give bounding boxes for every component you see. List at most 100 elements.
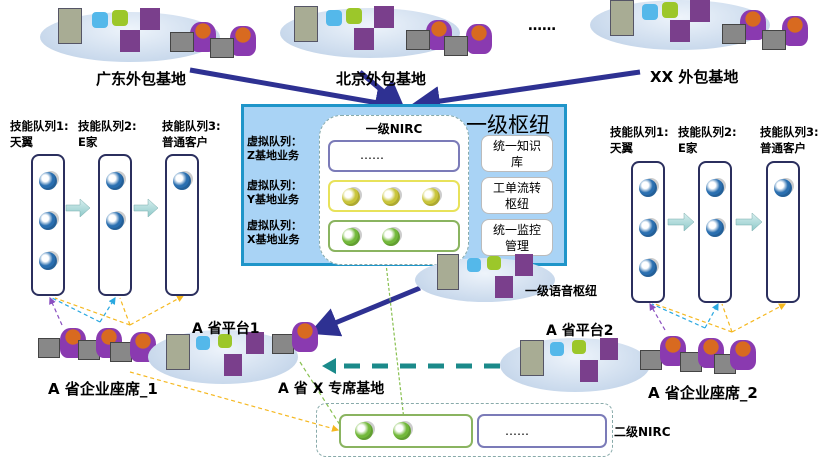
- computer-icon: [495, 276, 513, 298]
- enterprise-seats-2-label: A 省企业座席_2: [648, 384, 758, 402]
- agent-headset-icon: [39, 172, 57, 190]
- skill-queue-right-3: [766, 161, 800, 303]
- skill-queue-right-2: [698, 161, 732, 303]
- service-knowledge-base: 统一知识库: [481, 135, 553, 172]
- skill-arrow-right-1: [667, 212, 695, 232]
- base-guangdong: [40, 0, 260, 70]
- server-cabinet-icon: [437, 254, 459, 290]
- agent-headset-icon: [292, 322, 318, 352]
- skill-arrow-left-1: [65, 198, 91, 218]
- agent-headset-icon: [706, 179, 724, 197]
- skill-queue-left-3: [165, 154, 199, 296]
- level2-nirc: ……: [316, 403, 613, 457]
- skill-queue-left-1: [31, 154, 65, 296]
- level1-voice-hub: [415, 250, 565, 310]
- skill-queue-right-1-label: 技能队列1:天翼: [610, 125, 669, 155]
- virtual-queue-x-label: 虚拟队列：X基地业务: [247, 219, 302, 246]
- server-cabinet-icon: [294, 6, 318, 42]
- hub-title: 一级枢纽: [466, 113, 550, 137]
- skill-queue-right-3-label: 技能队列3:普通客户: [760, 125, 819, 155]
- nirc2-label: 二级NIRC: [614, 425, 671, 439]
- monitor-icon: [640, 350, 662, 370]
- agent-headset-icon: [342, 228, 360, 246]
- nirc2-queue-ellipsis: ……: [505, 424, 529, 438]
- agent-headset-icon: [230, 26, 256, 56]
- enterprise-seats-1: [38, 322, 158, 372]
- database-icon: [572, 340, 586, 354]
- agent-headset-icon: [706, 219, 724, 237]
- enterprise-seats-1-label: A 省企业座席_1: [48, 380, 158, 398]
- computer-icon: [670, 20, 690, 42]
- voice-hub-label: 一级语音枢纽: [525, 284, 598, 298]
- monitor-icon: [444, 36, 468, 56]
- database-icon: [196, 336, 210, 350]
- platform-1-label: A 省平台1: [192, 321, 260, 337]
- more-bases-ellipsis: ……: [528, 18, 556, 34]
- computer-icon: [374, 6, 394, 28]
- arrow-hub-to-xbase: [308, 285, 421, 337]
- base-beijing: [280, 0, 500, 70]
- platform-2-label: A 省平台2: [546, 323, 614, 339]
- skill-arrow-left-2: [133, 198, 159, 218]
- monitor-icon: [38, 338, 60, 358]
- database-icon: [550, 342, 564, 356]
- agent-headset-icon: [393, 422, 411, 440]
- monitor-icon: [762, 30, 786, 50]
- skill-queue-left-2-label: 技能队列2:E家: [78, 119, 137, 149]
- agent-headset-icon: [39, 212, 57, 230]
- agent-headset-icon: [782, 16, 808, 46]
- base-xx: [590, 0, 830, 70]
- agent-headset-icon: [342, 188, 360, 206]
- server-cabinet-icon: [58, 8, 82, 44]
- server-cabinet-icon: [610, 0, 634, 36]
- skill-queue-right-2-label: 技能队列2:E家: [678, 125, 737, 155]
- service-ticket-hub: 工单流转枢纽: [481, 177, 553, 214]
- skill-queue-left-3-label: 技能队列3:普通客户: [162, 119, 221, 149]
- database-icon: [326, 10, 342, 26]
- skill-queue-left-1-label: 技能队列1:天翼: [10, 119, 69, 149]
- arrow-beijing-to-hub: [358, 70, 406, 111]
- monitor-icon: [110, 342, 132, 362]
- base-xx-label: XX 外包基地: [650, 68, 739, 86]
- database-icon: [487, 256, 501, 270]
- agent-headset-icon: [639, 259, 657, 277]
- database-icon: [642, 4, 658, 20]
- computer-icon: [224, 354, 242, 376]
- computer-icon: [246, 332, 264, 354]
- nirc2-queue-more: ……: [477, 414, 607, 448]
- database-icon: [112, 10, 128, 26]
- database-icon: [92, 12, 108, 28]
- skill-arrow-right-2: [735, 212, 763, 232]
- computer-icon: [690, 0, 710, 22]
- monitor-icon: [210, 38, 234, 58]
- computer-icon: [515, 254, 533, 276]
- agent-headset-icon: [173, 172, 191, 190]
- arrow-guangdong-to-hub: [189, 67, 405, 118]
- agent-headset-icon: [106, 212, 124, 230]
- computer-icon: [354, 28, 374, 50]
- queue-z-ellipsis: ……: [360, 148, 384, 162]
- agent-headset-icon: [106, 172, 124, 190]
- nirc2-queue-green: [339, 414, 473, 448]
- monitor-icon: [406, 30, 430, 50]
- monitor-icon: [722, 24, 746, 44]
- database-icon: [346, 8, 362, 24]
- agent-headset-icon: [639, 219, 657, 237]
- queue-z-box: ……: [328, 140, 460, 172]
- skill-queue-left-2: [98, 154, 132, 296]
- agent-headset-icon: [422, 188, 440, 206]
- skill-queue-right-1: [631, 161, 665, 303]
- agent-headset-icon: [39, 252, 57, 270]
- platform-2: [500, 338, 660, 398]
- virtual-queue-z-label: 虚拟队列：Z基地业务: [247, 135, 302, 162]
- computer-icon: [580, 360, 598, 382]
- monitor-icon: [272, 334, 294, 354]
- agent-headset-icon: [382, 228, 400, 246]
- level1-nirc: 一级NIRC ……: [319, 115, 469, 265]
- arrow-xx-to-hub: [410, 69, 641, 116]
- database-icon: [218, 334, 232, 348]
- enterprise-seats-2: [640, 332, 760, 382]
- server-cabinet-icon: [520, 340, 544, 376]
- agent-headset-icon: [639, 179, 657, 197]
